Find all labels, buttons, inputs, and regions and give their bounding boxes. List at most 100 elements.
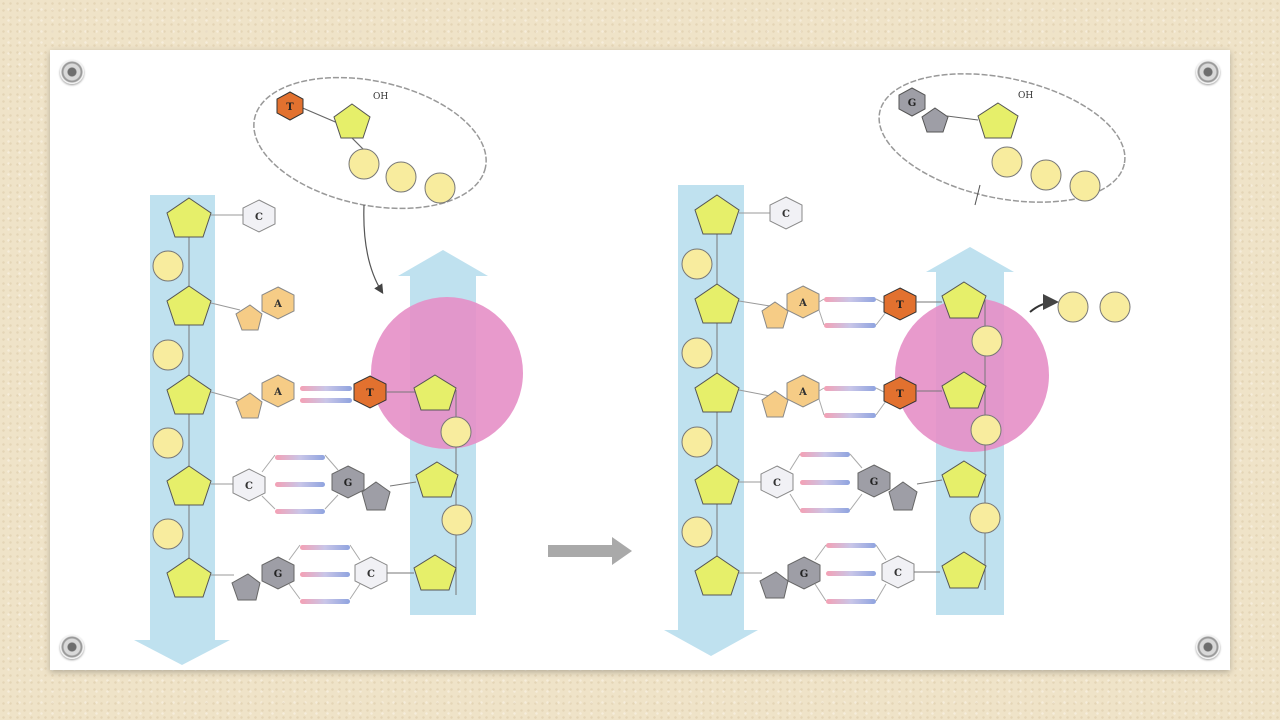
new-strand: [413, 374, 473, 595]
thymine-base: [353, 375, 387, 409]
new-strand-bases: T T G C: [857, 287, 943, 589]
base-label: G: [344, 478, 353, 489]
template-strand: [681, 194, 740, 596]
base-label: A: [273, 299, 282, 310]
cytosine-base: [354, 556, 388, 590]
hydroxyl-label: OH: [373, 92, 388, 102]
sugar: [941, 371, 987, 409]
hydrogen-bonds: [789, 297, 887, 604]
guanine-base: [261, 556, 295, 590]
thymine-base: [276, 91, 304, 121]
phosphate: [969, 502, 1001, 534]
thymine-base: [883, 376, 917, 410]
cytosine-base: [881, 555, 915, 589]
phosphate: [991, 146, 1023, 178]
release-arrow: [1029, 294, 1059, 313]
released-pyrophosphate: [1029, 291, 1131, 323]
base-label: C: [367, 569, 375, 580]
panel-after: G OH: [664, 73, 1131, 656]
sugar: [694, 283, 740, 324]
panel-before: T OH: [134, 76, 523, 665]
dna-polymerase: [371, 297, 523, 449]
sugar: [413, 374, 457, 411]
new-strand: [941, 281, 1003, 590]
phosphate: [348, 148, 380, 180]
dna-polymerase: [895, 298, 1049, 452]
hydroxyl-label: OH: [1018, 91, 1033, 101]
slide-card: T OH: [50, 50, 1230, 670]
phosphate: [681, 248, 713, 280]
phosphate: [152, 339, 184, 371]
sugar: [166, 557, 212, 598]
phosphate: [424, 172, 456, 204]
nucleotide-base-label: G: [908, 98, 917, 109]
adenine-ring: [761, 301, 789, 329]
adenine-base: [261, 286, 295, 320]
sugar: [166, 374, 212, 415]
guanine-ring: [231, 573, 261, 601]
deoxyribose-sugar: [333, 103, 371, 139]
template-bases: C A A C G: [738, 196, 821, 599]
hydrogen-bonds: [261, 386, 361, 604]
incoming-nucleotide-callout: G OH: [878, 73, 1126, 206]
base-label: C: [255, 212, 263, 223]
sugar: [166, 197, 212, 238]
base-label: A: [798, 298, 807, 309]
sugar: [694, 464, 740, 505]
sugar: [413, 554, 457, 591]
guanine-ring: [759, 571, 789, 599]
adenine-ring: [761, 390, 789, 418]
base-label: G: [870, 477, 879, 488]
adenine-base: [261, 374, 295, 408]
template-strand: [152, 197, 212, 598]
guanine-base: [898, 87, 926, 117]
sugar: [941, 551, 987, 589]
base-label: G: [274, 569, 283, 580]
phosphate: [1099, 291, 1131, 323]
base-label: G: [800, 569, 809, 580]
phosphate: [1030, 159, 1062, 191]
rivet-bottom-left: [60, 635, 84, 659]
phosphate: [681, 426, 713, 458]
template-bases: C A A C G: [210, 199, 295, 601]
adenine-ring: [235, 304, 263, 331]
cytosine-base: [769, 196, 803, 230]
guanine-ring: [921, 107, 949, 133]
incoming-nucleotide-callout: T OH: [253, 76, 487, 295]
phosphate: [971, 325, 1003, 357]
sugar: [694, 555, 740, 596]
new-strand-bases: T G C: [331, 375, 417, 590]
guanine-base: [857, 464, 891, 498]
rivet-top-left: [60, 60, 84, 84]
cytosine-base: [760, 465, 794, 499]
process-arrow: [548, 537, 632, 565]
phosphate: [1057, 291, 1089, 323]
base-label: C: [782, 209, 790, 220]
sugar: [166, 465, 212, 506]
base-label: T: [366, 388, 374, 399]
thymine-base: [883, 287, 917, 321]
phosphate: [970, 414, 1002, 446]
phosphate: [681, 516, 713, 548]
guanine-base: [331, 465, 365, 499]
sugar: [166, 285, 212, 326]
phosphate: [385, 161, 417, 193]
rivet-top-right: [1196, 60, 1220, 84]
guanine-ring: [888, 481, 918, 511]
base-label: A: [273, 387, 282, 398]
guanine-ring: [361, 481, 391, 511]
phosphate: [681, 337, 713, 369]
deoxyribose-sugar: [977, 102, 1019, 139]
phosphate: [152, 427, 184, 459]
phosphate: [1069, 170, 1101, 202]
cytosine-base: [232, 468, 266, 502]
phosphate: [440, 416, 472, 448]
dna-replication-diagram: T OH: [134, 73, 1131, 665]
sugar: [941, 460, 987, 498]
pointer-arrow: [363, 204, 384, 295]
adenine-base: [786, 285, 820, 319]
adenine-ring: [235, 392, 263, 419]
nucleotide-base-label: T: [286, 102, 294, 113]
base-label: C: [773, 478, 781, 489]
base-label: C: [245, 481, 253, 492]
